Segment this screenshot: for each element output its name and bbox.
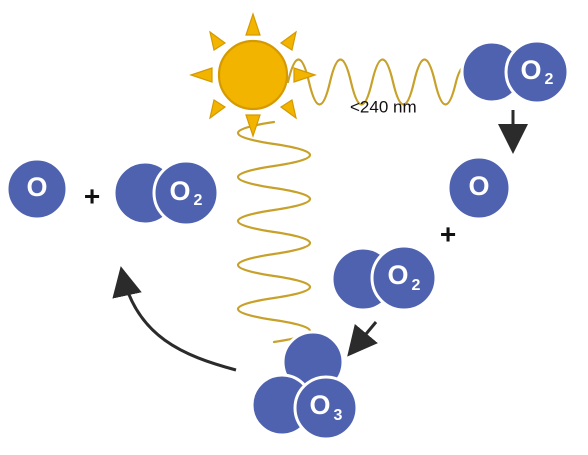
sun-core bbox=[217, 39, 289, 111]
sun-ray-top-right bbox=[279, 30, 297, 51]
sun-ray-top bbox=[245, 12, 261, 36]
o2-subscript-top-right: 2 bbox=[545, 71, 554, 88]
wavelength-label: <240 nm bbox=[350, 97, 417, 116]
molecule-o-left: O bbox=[5, 157, 69, 221]
o-symbol-left: O bbox=[26, 172, 47, 202]
sun-ray-right bbox=[293, 67, 317, 83]
molecule-o2-top-right: O 2 bbox=[460, 39, 570, 105]
molecule-o-right: O bbox=[446, 155, 512, 221]
molecule-o2-middle-right: O 2 bbox=[330, 244, 438, 312]
o2-subscript-left: 2 bbox=[194, 192, 203, 209]
uv-wave-vertical-icon bbox=[237, 120, 311, 344]
o2-symbol-top-right: O bbox=[520, 55, 541, 85]
plus-sign-left: + bbox=[84, 180, 100, 211]
molecule-o3-bottom: O 3 bbox=[250, 330, 359, 441]
uv-wave-horizontal-icon bbox=[286, 58, 474, 106]
o2-symbol-middle-right: O bbox=[387, 260, 408, 290]
o2-symbol-left: O bbox=[169, 176, 190, 206]
atom-right bbox=[152, 159, 220, 227]
atom-right bbox=[504, 39, 570, 105]
atom bbox=[5, 157, 69, 221]
o-symbol-right: O bbox=[468, 171, 489, 201]
plus-sign-right: + bbox=[440, 218, 456, 249]
sun-ray-bottom bbox=[245, 114, 261, 138]
atom-right bbox=[370, 244, 438, 312]
sun-ray-bottom-left bbox=[209, 99, 227, 120]
sun-ray-top-left bbox=[209, 30, 227, 51]
sun-ray-bottom-right bbox=[279, 99, 297, 120]
curved-return-arrow-icon bbox=[112, 266, 237, 372]
sun-icon bbox=[189, 12, 317, 138]
atom bbox=[446, 155, 512, 221]
diagonal-arrow-icon bbox=[347, 321, 378, 357]
o3-symbol: O bbox=[309, 390, 330, 420]
o3-subscript: 3 bbox=[334, 407, 343, 424]
sun-ray-left bbox=[189, 67, 213, 83]
molecule-o2-left: O 2 bbox=[112, 159, 220, 227]
o2-subscript-middle-right: 2 bbox=[412, 277, 421, 294]
atom-bottom-right bbox=[293, 375, 359, 441]
